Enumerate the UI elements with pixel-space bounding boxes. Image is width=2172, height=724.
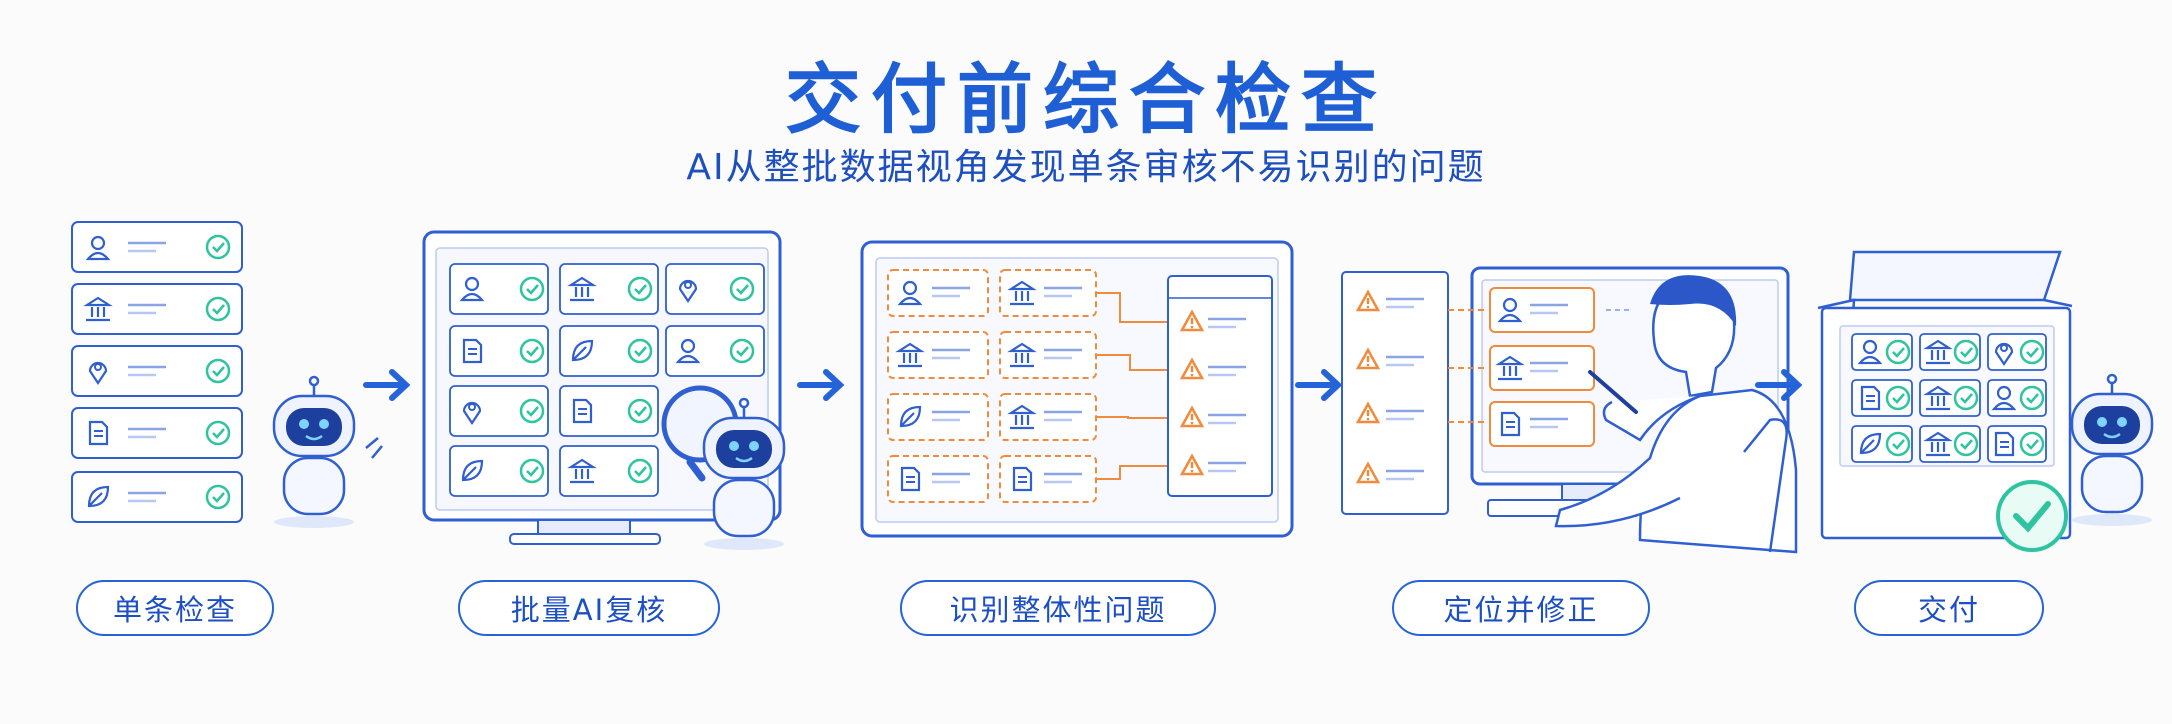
arrow-3 bbox=[1295, 369, 1343, 401]
step-label-batch-ai-review: 批量AI复核 bbox=[458, 580, 720, 636]
step-label-text: 识别整体性问题 bbox=[949, 593, 1167, 627]
step-label-identify-issues: 识别整体性问题 bbox=[900, 580, 1216, 636]
step-label-text: 批量AI复核 bbox=[510, 593, 668, 627]
arrow-1 bbox=[363, 369, 411, 401]
step-label-locate-fix: 定位并修正 bbox=[1392, 580, 1650, 636]
arrow-2 bbox=[797, 369, 845, 401]
page-title: 交付前综合检查 bbox=[785, 55, 1387, 144]
page-subtitle: AI从整批数据视角发现单条审核不易识别的问题 bbox=[686, 147, 1486, 188]
step4-locate-and-fix-illustration bbox=[1341, 266, 1798, 554]
step-label-text: 单条检查 bbox=[112, 593, 237, 627]
step2-batch-ai-review-illustration bbox=[422, 230, 786, 552]
step-label-text: 交付 bbox=[1917, 593, 1980, 627]
arrow-4 bbox=[1755, 369, 1803, 401]
step1-single-check-illustration bbox=[71, 221, 383, 530]
step-label-single-check: 单条检查 bbox=[76, 580, 274, 636]
step-label-delivery: 交付 bbox=[1854, 580, 2044, 636]
step3-identify-issues-illustration bbox=[860, 240, 1294, 538]
step-label-text: 定位并修正 bbox=[1443, 593, 1599, 627]
step5-delivery-illustration bbox=[1817, 250, 2154, 552]
